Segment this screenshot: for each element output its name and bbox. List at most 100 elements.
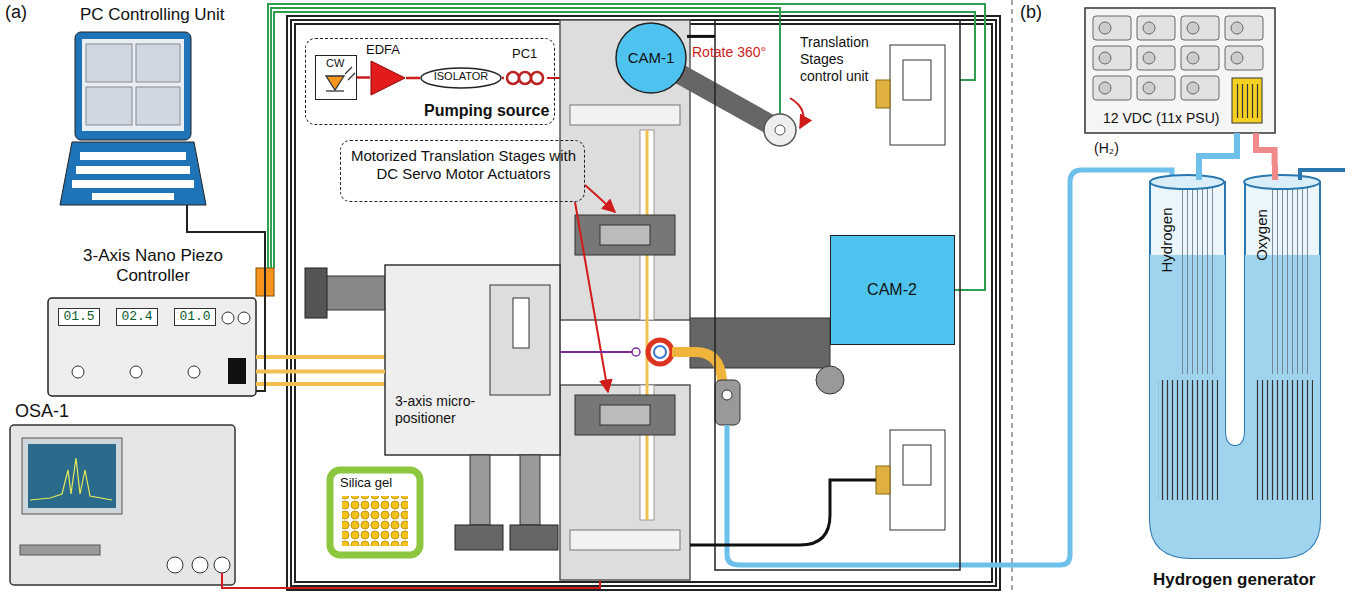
micro-positioner-part — [513, 298, 529, 348]
amplifier-triangle: EDFA — [370, 60, 406, 96]
stage-pointers-part — [585, 185, 615, 212]
electrolysis-cell — [1145, 165, 1345, 565]
panel-divider — [1011, 0, 1013, 594]
node-text: 01.5 — [58, 308, 100, 326]
laptop-part — [86, 87, 132, 125]
translation-stage-bottom-part — [570, 530, 680, 550]
silica-gel-tray: Silica gel — [330, 470, 420, 555]
circle-shape — [616, 23, 686, 93]
silica-gel-tray-part — [330, 470, 420, 555]
positioner: 3-axis micro-positioner — [385, 265, 560, 455]
electrolysis-cell-part — [1244, 175, 1320, 189]
node-label: PC1 — [512, 46, 537, 62]
piezo-controller — [48, 298, 256, 396]
laptop-part — [80, 152, 186, 160]
osa-part — [20, 545, 100, 555]
osa-part — [10, 425, 235, 585]
connector-line — [187, 205, 265, 391]
node-label: ISOLATOR — [420, 70, 502, 83]
control-unit-part — [903, 445, 931, 485]
laptop-part — [92, 193, 174, 200]
polarization-controller: PC1 — [504, 63, 546, 93]
node-label: 12 VDC (11x PSU) — [1103, 110, 1219, 127]
microresonator — [648, 340, 672, 364]
tri-outline — [370, 60, 406, 96]
power-supply-part — [1099, 22, 1111, 34]
enclosure-frame-part — [291, 20, 996, 586]
laptop-part — [76, 166, 190, 174]
microresonator-part — [654, 346, 666, 358]
node-label: PC Controlling Unit — [80, 5, 225, 25]
node-label: CW — [326, 57, 344, 70]
control-unit-part — [715, 20, 960, 570]
power-supply-part — [1232, 78, 1262, 123]
translation-stage-top-part — [560, 20, 690, 320]
ellipse-shape — [421, 68, 501, 88]
power-supply-part — [1225, 16, 1263, 40]
osa-fiber — [222, 573, 600, 588]
control-unit-part — [876, 466, 890, 494]
osa-part — [22, 438, 122, 514]
node-label: Translation Stages control unit — [800, 34, 880, 84]
osa-part — [28, 444, 116, 508]
silica-gel-tray — [330, 470, 420, 555]
translation-stage-top-part — [600, 225, 650, 245]
micro-positioner-part — [470, 455, 490, 525]
control-unit — [715, 20, 960, 570]
polarization-controller — [507, 72, 543, 84]
micro-positioner — [305, 265, 560, 550]
taper-tip — [632, 348, 640, 356]
power-supply-part — [1093, 16, 1131, 40]
node-label: OSA-1 — [15, 401, 69, 423]
camera-wires-part — [271, 8, 780, 268]
power-supply-part — [1231, 22, 1243, 34]
electrolysis-cell-part — [1300, 170, 1345, 180]
piezo-controller-part — [72, 366, 84, 378]
piezo-controller-part — [188, 366, 200, 378]
laptop-part — [60, 142, 206, 205]
node-label: Hydrogen — [1158, 207, 1176, 272]
stage-cable — [690, 480, 876, 545]
power-supply-part — [1099, 52, 1111, 64]
power-supply-part — [1181, 46, 1219, 70]
enclosure-frame-part — [287, 16, 1000, 590]
laptop-part — [136, 44, 180, 82]
cw-laser-icon-part — [345, 67, 352, 74]
power-supply-part — [1093, 46, 1131, 70]
piezo-cables — [256, 357, 385, 384]
laptop-part — [136, 87, 180, 125]
polarization-controller-part — [531, 72, 543, 84]
connector-line — [1256, 133, 1275, 165]
power-supply-part — [1093, 76, 1131, 100]
microresonator-part — [648, 340, 672, 364]
hydrogen-generator: HydrogenOxygenHydrogen generator — [1145, 165, 1325, 590]
camera-box: CAM-2 — [830, 235, 955, 345]
laptop-part — [72, 180, 194, 188]
connector-line — [406, 77, 420, 80]
laptop — [60, 32, 206, 205]
control-unit-part — [903, 60, 931, 100]
figure-label: (b) — [1020, 2, 1042, 24]
power-supply-part — [1137, 46, 1175, 70]
node-text: Oxygen — [1253, 209, 1271, 261]
translation-stage-top-part — [570, 105, 680, 125]
connector-line — [256, 370, 385, 374]
power-supply-part — [1225, 46, 1263, 70]
micro-positioner-part — [385, 265, 560, 455]
node-label: Motorized Translation Stages with DC Ser… — [346, 147, 581, 183]
power-supply-part — [1187, 22, 1199, 34]
control-unit-part — [890, 45, 945, 145]
power-supply-part — [1099, 82, 1111, 94]
laser-box: CW — [315, 55, 357, 100]
micro-positioner-part — [510, 525, 558, 550]
power-supply-part — [1181, 16, 1219, 40]
power-supply-part — [1143, 82, 1155, 94]
laptop-part — [75, 32, 191, 140]
node-label: CAM-1 — [615, 49, 687, 67]
power-supply — [1085, 8, 1275, 133]
isolator-ellipse: ISOLATOR — [420, 67, 502, 89]
connector-line — [687, 35, 715, 38]
electrolysis-cell-part — [1255, 380, 1313, 500]
silica-gel-tray-part — [342, 496, 408, 546]
